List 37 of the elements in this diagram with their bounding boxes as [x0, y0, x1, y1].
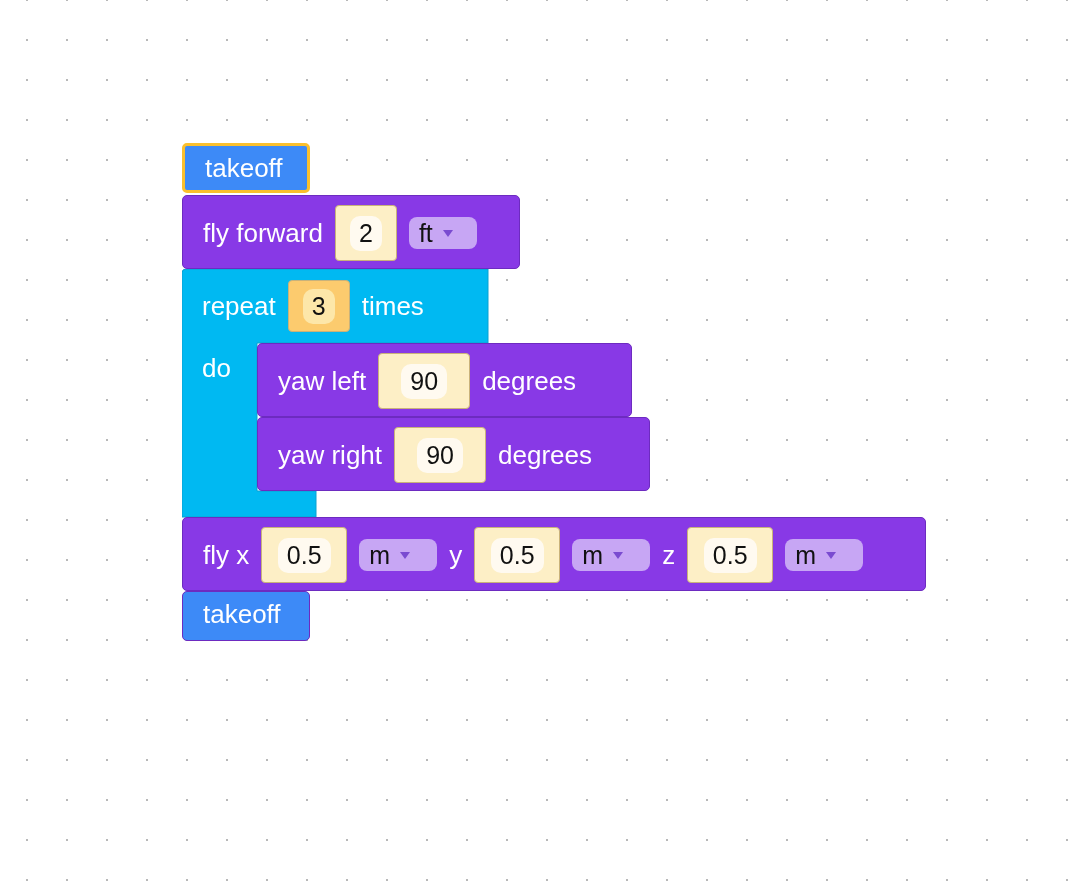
value-block: [687, 527, 774, 583]
block-label: fly forward: [203, 217, 323, 249]
command-block: [182, 591, 310, 641]
block-label: degrees: [498, 439, 592, 471]
block-label: times: [361, 290, 424, 322]
dropdown: m: [572, 539, 651, 571]
command-block: [257, 343, 632, 417]
block-label: yaw left: [278, 365, 367, 397]
value-block: [394, 427, 487, 483]
number-field: 0.5: [277, 537, 331, 573]
dropdown: m: [785, 539, 864, 571]
value-block: [287, 280, 350, 332]
dropdown: m: [359, 539, 438, 571]
command-block: [182, 143, 310, 193]
block-label: do: [202, 353, 231, 384]
block-label: takeoff: [203, 598, 281, 630]
block-label: repeat: [202, 290, 276, 322]
command-block: [182, 517, 926, 591]
number-field: 0.5: [703, 537, 757, 573]
number-field: 90: [401, 363, 448, 399]
value-block: [334, 205, 397, 261]
block-label: degrees: [482, 365, 577, 397]
command-block: [257, 417, 650, 491]
block-label: takeoff: [205, 152, 283, 184]
number-field: 2: [349, 215, 382, 251]
block-label: z: [662, 539, 676, 571]
value-block: [474, 527, 561, 583]
dropdown: ft: [408, 217, 477, 249]
block-label: y: [449, 539, 463, 571]
block-label: yaw right: [278, 439, 383, 471]
block-label: fly x: [203, 539, 250, 571]
value-block: [261, 527, 348, 583]
command-block: [182, 195, 520, 269]
number-field: 90: [417, 437, 463, 473]
value-block: [378, 353, 471, 409]
number-field: 3: [302, 288, 335, 324]
number-field: 0.5: [490, 537, 544, 573]
